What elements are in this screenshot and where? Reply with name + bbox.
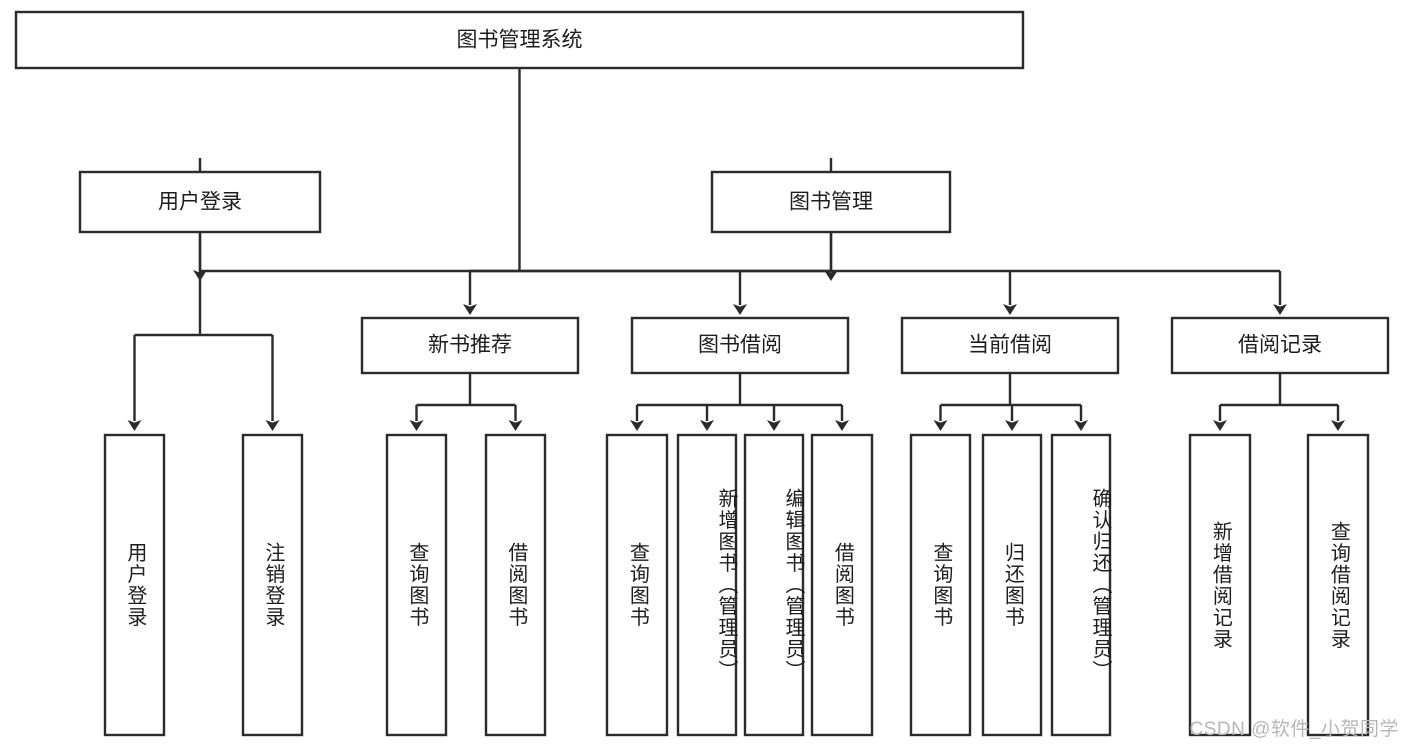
node-user-login-label: 用户登录 [158,191,242,214]
node-borrow-record-box[interactable] [1170,316,1390,375]
node-borrow-record-label: 借阅记录 [1238,334,1322,357]
node-new-book-recommend-label: 新书推荐 [428,334,512,357]
node-book-borrow[interactable]: 图书借阅 [630,316,850,375]
leaf-box-logout[interactable] [241,433,304,737]
leaf-box-edit-book-admin[interactable] [743,433,805,737]
leaf-box-confirm-return[interactable] [1050,433,1112,737]
leaf-boxes-group [103,433,1370,737]
node-current-borrow-label: 当前借阅 [968,334,1052,357]
node-book-borrow-box[interactable] [630,316,850,375]
node-root[interactable]: 图书管理系统 [14,10,1025,70]
node-user-login-box[interactable] [78,170,322,234]
leaf-box-borrow-book-2[interactable] [810,433,874,737]
node-user-login[interactable]: 用户登录 [78,170,322,234]
node-current-borrow[interactable]: 当前借阅 [900,316,1120,375]
leaf-box-add-book-admin[interactable] [676,433,738,737]
node-borrow-record[interactable]: 借阅记录 [1170,316,1390,375]
leaf-box-add-borrow-record[interactable] [1188,433,1252,737]
node-book-management-box[interactable] [710,170,952,234]
leaf-box-borrow-book-1[interactable] [484,433,547,737]
csdn-watermark: CSDN @软件_小贺同学 [1189,719,1399,740]
leaf-box-query-borrow-record[interactable] [1306,433,1370,737]
leaf-box-return-book[interactable] [981,433,1043,737]
node-book-management[interactable]: 图书管理 [710,170,952,234]
edges-group [127,68,1345,431]
node-root-box[interactable] [14,10,1025,70]
node-new-book-recommend-box[interactable] [360,316,580,375]
leaf-box-query-book-3[interactable] [909,433,972,737]
node-new-book-recommend[interactable]: 新书推荐 [360,316,580,375]
leaf-box-query-book-1[interactable] [385,433,448,737]
node-book-management-label: 图书管理 [789,191,873,214]
node-book-borrow-label: 图书借阅 [698,334,782,357]
leaf-box-user-login[interactable] [103,433,166,737]
node-current-borrow-box[interactable] [900,316,1120,375]
node-root-label: 图书管理系统 [457,29,583,52]
leaf-box-query-book-2[interactable] [605,433,669,737]
